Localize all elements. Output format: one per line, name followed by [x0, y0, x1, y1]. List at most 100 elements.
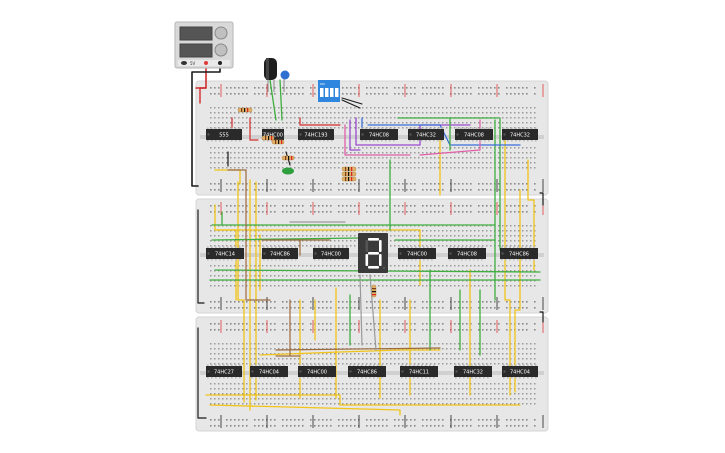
wires [191, 62, 544, 419]
wire[interactable] [249, 117, 259, 141]
ic-chip[interactable]: 74HC00 [398, 246, 436, 261]
segment-e [365, 254, 369, 266]
resistor[interactable] [261, 135, 275, 141]
wire[interactable] [205, 394, 521, 406]
voltage-knob[interactable] [214, 26, 228, 40]
ic-chip-label: 74HC08 [464, 132, 484, 138]
ic-chip-label: 74HC32 [416, 132, 436, 138]
wire[interactable] [527, 159, 535, 271]
wire[interactable] [275, 347, 441, 351]
electrolytic-capacitor[interactable] [264, 58, 277, 92]
dip-switch[interactable]: ON [318, 80, 340, 102]
ic-chip-label: 74HC00 [407, 251, 427, 257]
ic-chip-label: 74HC86 [509, 251, 529, 257]
ic-chip-label: 74HC08 [369, 132, 389, 138]
segment-a [368, 238, 379, 241]
ic-chip-label: 74HC08 [457, 251, 477, 257]
ic-chip[interactable]: 74HC11 [400, 364, 438, 379]
ic-chip[interactable]: 74HC193 [298, 127, 334, 142]
resistor[interactable] [341, 171, 357, 177]
segment-g [368, 252, 379, 255]
decimal-point [382, 266, 386, 270]
ic-chip-label: 74HC86 [270, 251, 290, 257]
ic-chip[interactable]: 74HC14 [206, 246, 244, 261]
ic-chip[interactable]: 74HC04 [250, 364, 288, 379]
power-supply-label: 5V [190, 61, 196, 66]
segment-c [379, 254, 382, 266]
resistor[interactable] [281, 155, 295, 161]
ic-chip-label: 74HC86 [357, 369, 377, 375]
resistor[interactable] [341, 176, 357, 182]
wire[interactable] [279, 79, 283, 121]
wire[interactable] [259, 349, 441, 356]
ic-chip[interactable]: 555 [206, 127, 242, 142]
wire[interactable] [197, 327, 207, 419]
ic-chip[interactable]: 74HC86 [262, 246, 298, 261]
ic-chip[interactable]: 74HC86 [500, 246, 538, 261]
dip-switch-label: ON [320, 82, 325, 86]
ceramic-capacitor[interactable] [280, 70, 290, 93]
ic-chip-label: 74HC27 [214, 369, 234, 375]
ic-chip-label: 555 [219, 132, 229, 138]
current-knob[interactable] [214, 43, 228, 57]
wire[interactable] [341, 99, 361, 109]
ic-chip-label: 74HC32 [510, 132, 530, 138]
wire[interactable] [367, 124, 521, 146]
wire[interactable] [369, 274, 377, 351]
ic-chip[interactable]: 74HC27 [206, 364, 242, 379]
positive-terminal[interactable] [204, 61, 208, 65]
ic-chip-label: 74HC14 [215, 251, 235, 257]
ic-chip-label: 74HC00 [307, 369, 327, 375]
ic-chip[interactable]: 74HC00 [298, 364, 336, 379]
ic-chip-label: 74HC32 [463, 369, 483, 375]
wire[interactable] [349, 119, 361, 151]
components: 5V ON [174, 21, 388, 298]
ic-chip[interactable]: 74HC32 [454, 364, 492, 379]
ic-chip-label: 74HC04 [510, 369, 530, 375]
wire[interactable] [341, 97, 363, 105]
ic-chips: 555 74HC00 74HC193 74HC08 74HC32 74HC08 74HC32… [206, 127, 538, 379]
wire[interactable] [209, 404, 401, 416]
ic-chip-label: 74HC11 [409, 369, 429, 375]
seven-segment-display[interactable] [358, 233, 388, 273]
ic-chip-label: 74HC00 [321, 251, 341, 257]
wire[interactable] [299, 117, 341, 126]
ic-chip[interactable]: 74HC32 [502, 127, 538, 142]
ic-chip-label: 74HC00 [263, 132, 283, 138]
wire[interactable] [539, 311, 544, 323]
wire[interactable] [199, 87, 207, 104]
wire[interactable] [191, 62, 221, 187]
power-supply[interactable]: 5V [174, 21, 234, 69]
ic-chip[interactable]: 74HC08 [455, 127, 493, 142]
wire[interactable] [504, 139, 511, 396]
ic-chip[interactable]: 74HC32 [408, 127, 444, 142]
segment-f [365, 240, 369, 252]
wire[interactable] [539, 192, 544, 206]
wire[interactable] [269, 79, 277, 121]
resistor[interactable] [371, 284, 377, 298]
ic-chip[interactable]: 74HC00 [313, 246, 349, 261]
ic-chip[interactable]: 74HC86 [348, 364, 386, 379]
resistor[interactable] [271, 139, 285, 145]
resistors [237, 107, 377, 298]
ic-chip[interactable]: 74HC04 [502, 364, 538, 379]
wire[interactable] [237, 181, 245, 403]
wire[interactable] [197, 209, 205, 304]
ic-chip[interactable]: 74HC08 [448, 246, 486, 261]
wire[interactable] [227, 169, 271, 301]
segment-d [368, 266, 379, 269]
led[interactable] [282, 167, 294, 175]
ic-chip-label: 74HC193 [304, 132, 327, 138]
ic-chip-label: 74HC04 [259, 369, 279, 375]
resistor[interactable] [237, 107, 253, 113]
ic-chip[interactable]: 74HC08 [360, 127, 398, 142]
resistor[interactable] [341, 166, 357, 172]
wire[interactable] [359, 274, 363, 346]
segment-b [379, 240, 382, 252]
wire[interactable] [344, 124, 411, 156]
segments [365, 238, 386, 270]
negative-terminal[interactable] [218, 61, 222, 65]
wire[interactable] [211, 237, 361, 241]
